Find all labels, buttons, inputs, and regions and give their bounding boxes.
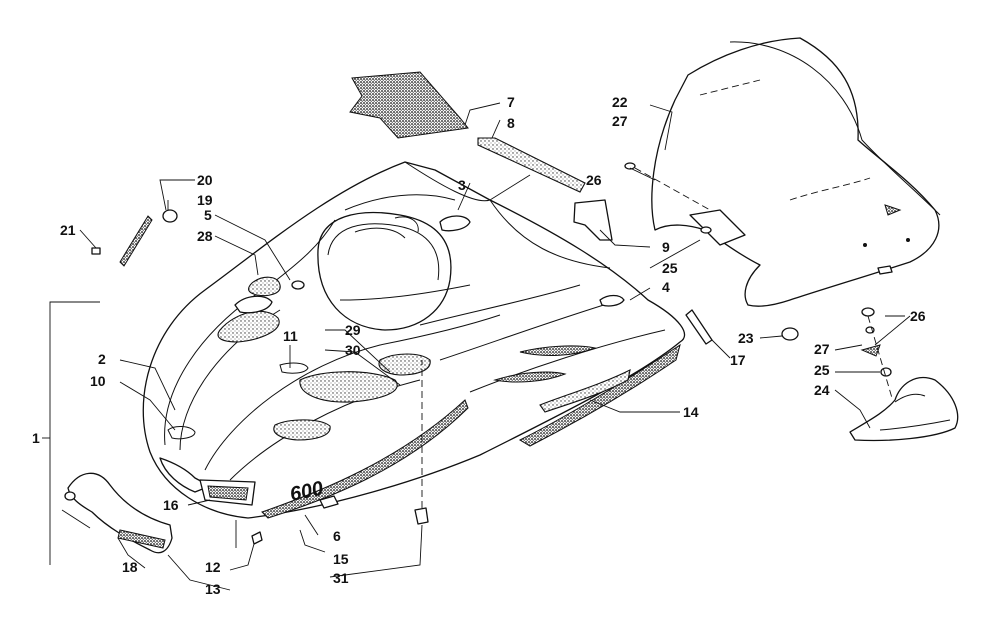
callout-12: 12 xyxy=(205,559,221,575)
callout-24: 24 xyxy=(814,382,830,398)
callout-27-windshield: 27 xyxy=(612,113,628,129)
callout-26-windshield: 26 xyxy=(586,172,602,188)
callout-6: 6 xyxy=(333,528,341,544)
callout-18: 18 xyxy=(122,559,138,575)
callout-13: 13 xyxy=(205,581,221,597)
callout-28: 28 xyxy=(197,228,213,244)
callout-25-windshield: 25 xyxy=(662,260,678,276)
callout-1: 1 xyxy=(32,430,40,446)
callout-26-deflector: 26 xyxy=(910,308,926,324)
callout-29: 29 xyxy=(345,322,361,338)
callout-4: 4 xyxy=(662,279,670,295)
callout-14: 14 xyxy=(683,404,699,420)
callout-23: 23 xyxy=(738,330,754,346)
leader-lines xyxy=(61,102,911,591)
callout-25-deflector: 25 xyxy=(814,362,830,378)
callout-31: 31 xyxy=(333,570,349,586)
callout-2: 2 xyxy=(98,351,106,367)
shim-plate xyxy=(573,199,613,241)
callout-10: 10 xyxy=(90,373,106,389)
lower-bracket xyxy=(64,472,173,554)
callout-3: 3 xyxy=(458,177,466,193)
callout-19: 19 xyxy=(197,192,213,208)
callout-17: 17 xyxy=(730,352,746,368)
callout-11: 11 xyxy=(283,328,298,344)
deflector xyxy=(849,376,959,442)
callout-16: 16 xyxy=(163,497,179,513)
callout-9: 9 xyxy=(662,239,670,255)
callout-20: 20 xyxy=(197,172,213,188)
callout-21: 21 xyxy=(60,222,76,238)
top-panel xyxy=(349,71,586,193)
assembly-bracket xyxy=(42,301,100,565)
callout-labels: 1 2 3 4 5 6 7 8 9 10 11 12 13 14 15 16 1… xyxy=(32,94,926,597)
callout-30: 30 xyxy=(345,342,361,358)
callout-7: 7 xyxy=(507,94,515,110)
hardware xyxy=(91,162,893,545)
callout-15: 15 xyxy=(333,551,349,567)
callout-5: 5 xyxy=(204,207,212,223)
callout-22: 22 xyxy=(612,94,628,110)
callout-27-deflector: 27 xyxy=(814,341,830,357)
callout-8: 8 xyxy=(507,115,515,131)
hood-body xyxy=(142,161,686,519)
windshield xyxy=(651,37,941,307)
